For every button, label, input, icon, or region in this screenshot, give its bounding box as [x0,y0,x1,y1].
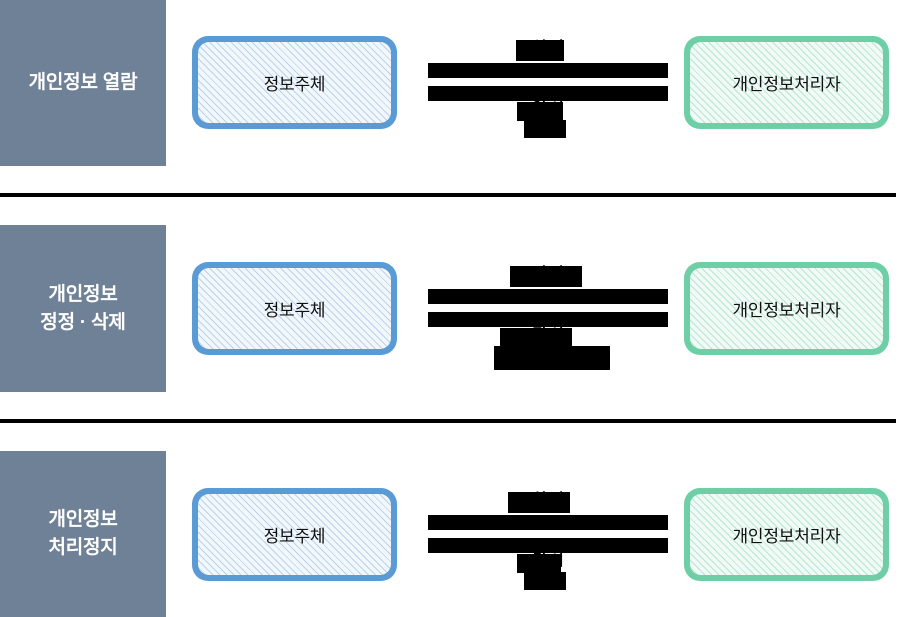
redaction-caption-bottom-suspension-1 [517,554,561,573]
node-label-data-processor: 개인정보처리자 [732,75,841,94]
redaction-caption-bottom-access-1 [517,102,563,121]
node-data-processor-suspension[interactable]: 개인정보처리자 [684,488,889,581]
section-divider-2 [0,419,896,423]
category-block-correction-deletion: 개인정보 정정 · 삭제 [0,225,166,392]
redaction-caption-bottom-suspension-2 [524,572,566,590]
node-hatch-fill [690,268,883,349]
section-divider-1 [0,193,896,197]
node-label-data-processor: 개인정보처리자 [732,301,841,320]
node-data-subject-suspension[interactable]: 정보주체 [192,488,397,581]
category-label-access: 개인정보 열람 [28,72,138,94]
node-data-processor-correction[interactable]: 개인정보처리자 [684,262,889,355]
node-hatch-fill [198,42,391,123]
category-block-access: 개인정보 열람 [0,0,166,166]
node-label-data-subject: 정보주체 [263,527,326,546]
arrow-bar-return-access [428,86,668,101]
redaction-caption-top-correction [510,266,582,287]
node-label-data-processor: 개인정보처리자 [732,527,841,546]
node-hatch-fill [690,42,883,123]
node-data-subject-correction[interactable]: 정보주체 [192,262,397,355]
redaction-caption-bottom-correction-1 [500,328,572,348]
redaction-caption-top-access [516,40,564,61]
node-hatch-fill [198,268,391,349]
redaction-caption-bottom-access-2 [524,120,566,138]
arrow-bar-forward-suspension [428,515,668,530]
node-hatch-fill [690,494,883,575]
node-label-data-subject: 정보주체 [263,75,326,94]
node-data-subject-access[interactable]: 정보주체 [192,36,397,129]
category-label-correction-deletion: 개인정보 정정 · 삭제 [40,283,126,333]
redaction-caption-top-suspension [508,492,570,513]
arrow-bar-return-correction [428,312,668,327]
arrow-bar-return-suspension [428,538,668,553]
node-hatch-fill [198,494,391,575]
redaction-block-correction [494,346,610,370]
category-block-processing-suspension: 개인정보 처리정지 [0,451,166,617]
category-label-processing-suspension: 개인정보 처리정지 [48,509,118,558]
node-data-processor-access[interactable]: 개인정보처리자 [684,36,889,129]
arrow-bar-forward-access [428,63,668,78]
arrow-bar-forward-correction [428,289,668,304]
node-label-data-subject: 정보주체 [263,301,326,320]
